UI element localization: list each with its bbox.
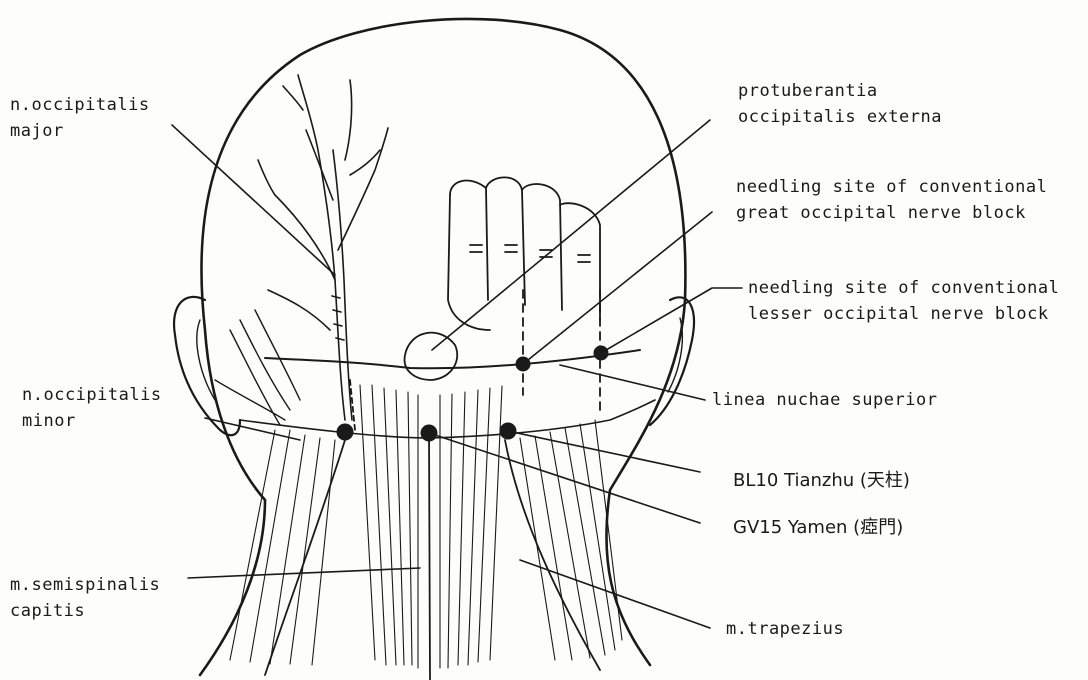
bl10-left-point bbox=[337, 424, 354, 441]
superior-nuchal-line bbox=[265, 350, 640, 368]
leader-m-semispinalis bbox=[188, 568, 420, 578]
leader-n-occipitalis-major bbox=[172, 125, 335, 275]
leader-gv15 bbox=[429, 433, 700, 523]
left-ear bbox=[174, 297, 240, 435]
label-m-trapezius: m.trapezius bbox=[726, 616, 844, 642]
finger-width-reference bbox=[350, 177, 600, 430]
occipital-protuberance bbox=[405, 333, 458, 380]
lesser-occipital-nerve bbox=[215, 310, 300, 425]
trapezius-fibers bbox=[230, 420, 622, 665]
label-lesser-occipital-needling-site: needling site of conventional lesser occ… bbox=[748, 275, 1059, 327]
leader-bl10 bbox=[508, 431, 700, 472]
label-n-occipitalis-major: n.occipitalis major bbox=[10, 92, 150, 144]
nuchal-line-lower bbox=[240, 400, 655, 438]
midline bbox=[429, 430, 430, 680]
label-protuberantia-occipitalis-externa: protuberantia occipitalis externa bbox=[738, 78, 942, 130]
label-gv15-yamen: GV15 Yamen (瘂門) bbox=[733, 515, 903, 541]
label-m-semispinalis-capitis: m.semispinalis capitis bbox=[10, 572, 160, 624]
label-bl10-tianzhu: BL10 Tianzhu (天柱) bbox=[733, 468, 910, 494]
label-great-occipital-needling-site: needling site of conventional great occi… bbox=[736, 174, 1047, 226]
leader-lines bbox=[172, 120, 742, 628]
leader-lesser-occipital-site bbox=[601, 288, 742, 353]
semispinalis-left-border bbox=[265, 440, 345, 675]
greater-occipital-nerve bbox=[258, 75, 388, 420]
label-linea-nuchae-superior: linea nuchae superior bbox=[712, 387, 937, 413]
leader-protuberantia bbox=[432, 120, 710, 350]
label-n-occipitalis-minor: n.occipitalis minor bbox=[22, 382, 162, 434]
leader-great-occipital-site bbox=[523, 212, 712, 364]
